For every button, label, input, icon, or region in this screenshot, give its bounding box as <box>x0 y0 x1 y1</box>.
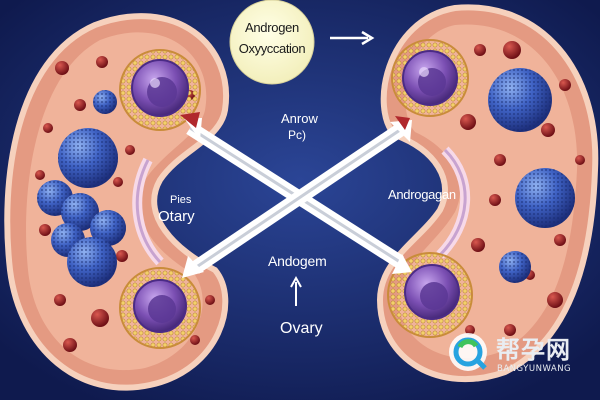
bubble-line-1: Androgen <box>245 20 299 35</box>
label-center-top-1: Anrow <box>281 111 318 126</box>
watermark-english-text: BANGYUNWANG <box>497 364 572 374</box>
speech-bubble <box>229 0 315 85</box>
label-left-small: Pies <box>170 194 192 206</box>
watermark-logo-icon <box>449 333 487 371</box>
label-center-top-2: Pc) <box>288 128 306 142</box>
label-left-ovary: Otary <box>158 208 195 225</box>
right-arrow-icon <box>330 30 375 46</box>
label-center-androgen: Andogem <box>268 253 327 269</box>
up-arrow-icon <box>290 275 302 306</box>
right-ovary-organ <box>376 4 599 383</box>
label-bottom-ovary: Ovary <box>280 320 323 337</box>
label-right-androgen: Androgagan <box>388 187 456 202</box>
crossing-arrows <box>180 112 412 278</box>
bubble-line-2: Oxyyccation <box>238 41 306 56</box>
left-ovary-organ <box>4 13 230 391</box>
watermark-chinese-text: 帮孕网 <box>496 336 571 364</box>
